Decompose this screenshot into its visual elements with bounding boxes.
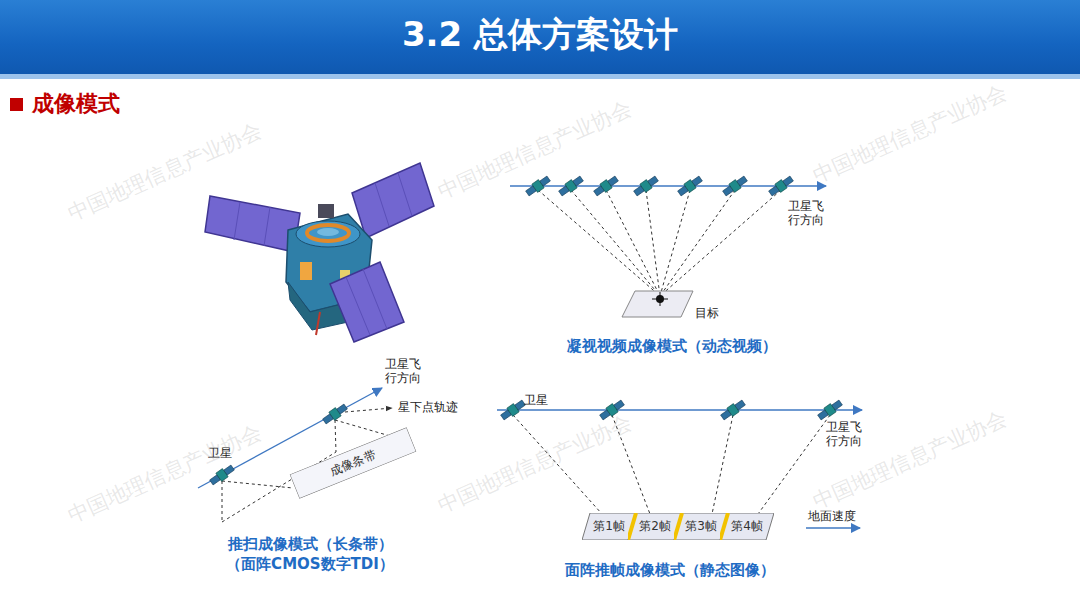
satellite-icon [816,398,843,421]
satellite-icon [632,174,659,197]
frame-separator [720,513,728,540]
staring-mode-part [622,291,693,317]
satellite-model-part [398,173,412,216]
section-heading: 成像模式 [32,91,120,117]
direction-label: 卫星飞 行方向 [826,420,867,449]
node-text-wrap: 成像条带 [290,427,417,498]
satellite-model-part [205,196,300,252]
satellite-model-part [264,207,270,246]
frame-mode-part [497,409,862,410]
satellite-label: 卫星 [524,393,548,407]
satellite-body [640,180,652,193]
satellite-model-part [318,204,334,218]
pushbroom-mode-part-part [345,408,392,412]
mode-caption: 凝视视频成像模式（动态视频） [567,337,777,355]
satellite-model-part [363,269,387,329]
mode-caption: （面阵CMOS数字TDI） [226,555,394,573]
node-text: 第2帧 [639,518,671,535]
direction-label: 卫星飞 行方向 [788,199,829,228]
node-text: 第4帧 [731,518,763,535]
satellite-icon [767,174,794,197]
node-text: 第3帧 [685,518,717,535]
node-shape [628,513,682,540]
satellite-icons [208,174,843,486]
staring-mode-part [652,292,668,306]
satellite-icon [721,174,748,197]
satellite-model-part [375,183,389,226]
satellite-body [684,180,696,193]
satellite-body [824,404,836,417]
satellite-icon [321,402,348,425]
node-text: 第1帧 [593,518,625,535]
slide-title: 3.2 总体方案设计 [0,14,1080,55]
frame-separator [628,513,636,540]
satellite-model-part [346,277,370,335]
mode-caption: 推扫成像模式（长条带） [228,535,393,553]
frame-box: 第4帧 [720,513,774,540]
satellite-model-part [296,221,360,247]
satellite-body [729,180,741,193]
staring-mode-part-part [660,190,781,296]
satellite-model-part [317,228,339,236]
satellite-body [216,469,228,482]
satellite-model-part [330,262,404,342]
satellite-icon [719,398,746,421]
satellite-body [727,404,739,417]
satellite-model-part [316,312,320,335]
satellite-icon [499,398,526,421]
satellite-model-part [307,225,349,241]
node-shape [290,427,417,498]
direction-label: 卫星飞 行方向 [385,357,426,386]
node-shape [674,513,728,540]
staring-mode-part-part [660,190,690,296]
mode-caption: 面阵推帧成像模式（静态图像） [565,561,775,579]
satellite-body [600,180,612,193]
staring-mode-part-part [571,190,660,296]
satellite-body [532,180,544,193]
imaging-strip: 成像条带 [290,427,417,498]
node-shape [720,513,774,540]
staring-mode-part-part [660,292,661,306]
ground-speed-label: 地面速度 [808,509,856,523]
staring-mode-part [538,190,781,296]
pushbroom-mode-part-part [335,420,336,452]
satellite-model [205,163,434,342]
staring-mode-part-part [538,190,660,296]
satellite-icon [524,174,551,197]
watermark: 中国地理信息产业协会 [64,420,266,528]
watermark: 中国地理信息产业协会 [434,410,636,518]
bullet-square [10,98,23,111]
satellite-body [565,180,577,193]
staring-mode-part-part [646,190,660,296]
pushbroom-mode-part-part [222,481,293,488]
frame-mode-part-part [712,415,733,514]
satellite-body [329,408,341,421]
frame-separator [674,513,682,540]
target-label: 目标 [695,306,719,320]
frame-mode-part [806,527,860,528]
satellite-model-part [352,163,434,238]
satellite-icon [557,174,584,197]
node-shape [582,513,636,540]
satellite-body [507,404,519,417]
satellite-body [775,180,787,193]
pushbroom-mode-part-part [222,481,223,522]
satellite-model-part [300,262,312,280]
satellite-icon [592,174,619,197]
watermark: 中国地理信息产业协会 [809,80,1011,188]
staring-mode [510,186,826,317]
node-text-wrap: 第4帧 [720,513,774,540]
staring-mode-part-part [606,190,660,296]
node-text: 成像条带 [328,446,379,480]
satellite-icon [676,174,703,197]
satellite-model-part [234,202,240,240]
staring-mode-part-part [660,190,735,296]
track-label: 星下点轨迹 [398,400,458,414]
